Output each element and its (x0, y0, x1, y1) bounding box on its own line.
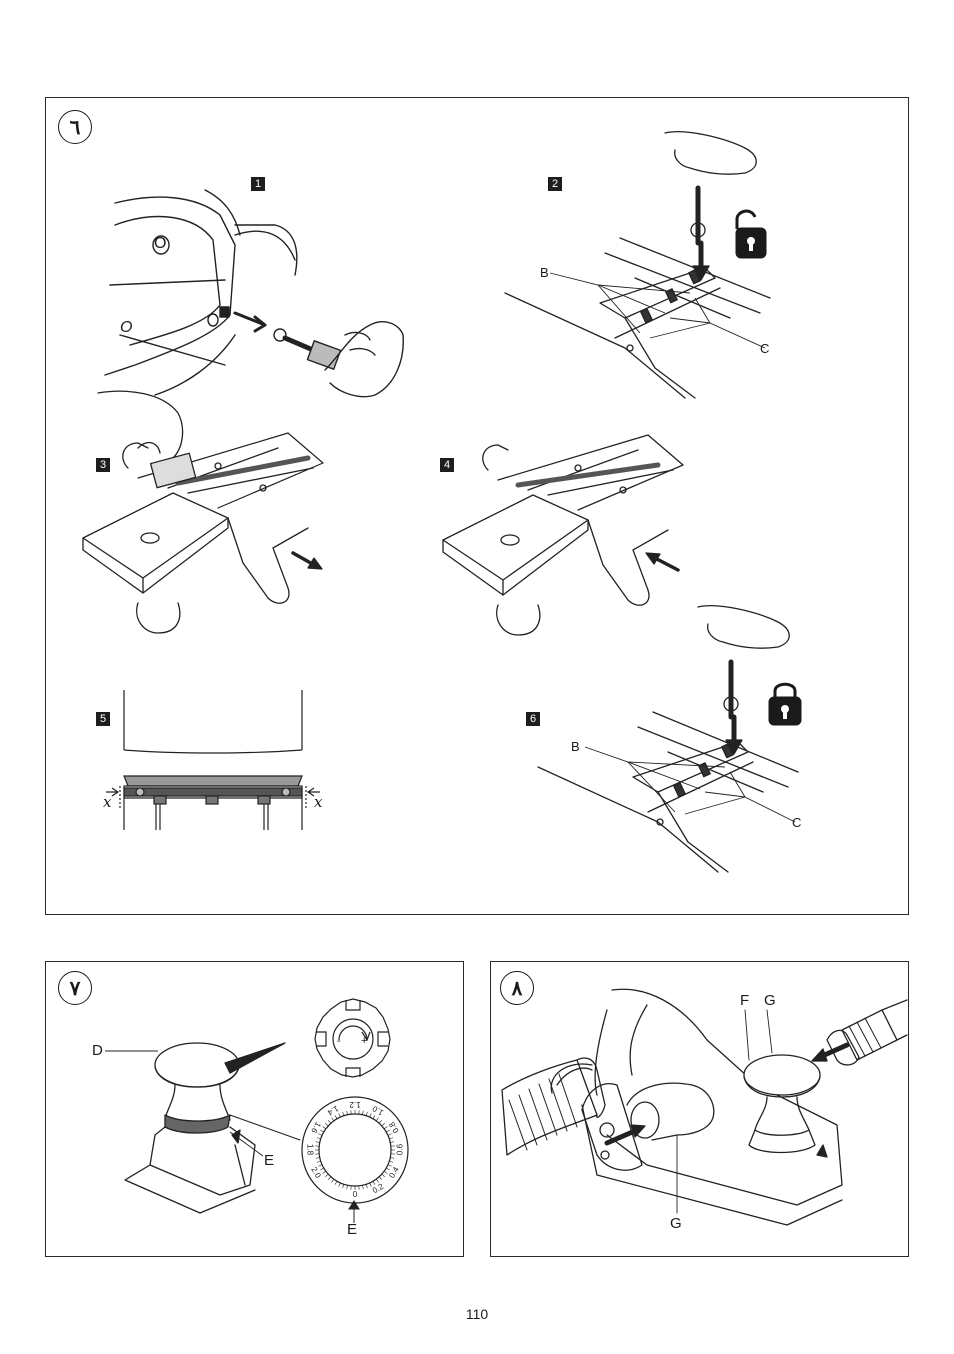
depth-dial (301, 1096, 409, 1204)
step-4-illustration (442, 434, 684, 636)
dial-tick (346, 1110, 348, 1115)
dial-tick (386, 1129, 390, 1133)
step-5-illustration (106, 690, 320, 830)
callout-e-dial: E (347, 1221, 358, 1238)
callout-c-step2: C (760, 341, 770, 356)
figure-7-badge: ٧ (58, 971, 92, 1005)
callout-d: D (92, 1042, 103, 1059)
callout-e-leader (229, 1131, 264, 1157)
step-3-marker: 3 (96, 458, 110, 472)
knob-plus-sign: + (361, 1035, 368, 1047)
dial-tick (369, 1113, 372, 1118)
dial-tick (365, 1184, 368, 1189)
dial-tick (378, 1176, 382, 1180)
page-number: 110 (465, 1306, 489, 1322)
dial-tick (362, 1110, 364, 1115)
callout-b-step2: B (540, 265, 549, 280)
step-3-illustration (82, 390, 324, 634)
dial-tick (389, 1160, 394, 1163)
depth-knob-illustration (124, 1042, 301, 1214)
dial-tick (315, 1157, 320, 1159)
callout-d-leader (105, 1050, 158, 1052)
callout-x-left: x (103, 793, 112, 811)
dial-tick (331, 1117, 335, 1122)
callout-g-bottom: G (670, 1215, 682, 1232)
dial-tick (369, 1182, 372, 1187)
figure-6-frame (45, 97, 909, 915)
dial-tick (316, 1160, 321, 1163)
dial-tick (381, 1173, 385, 1177)
dial-tick (372, 1181, 376, 1185)
dial-tick (322, 1170, 327, 1174)
dial-pointer-arrow (348, 1200, 360, 1223)
dial-tick (322, 1126, 327, 1130)
figure-7-frame (45, 961, 464, 1257)
dial-tick (338, 1182, 341, 1187)
knob-top-view (314, 998, 391, 1078)
dial-tick (389, 1137, 394, 1140)
dial-tick (372, 1115, 376, 1119)
lock-icon (768, 682, 802, 726)
dial-tick (334, 1181, 338, 1185)
dial-label: 1.2 (349, 1100, 361, 1109)
callout-e-knob: E (264, 1152, 275, 1169)
unlock-icon (735, 209, 767, 259)
dial-tick (318, 1164, 323, 1167)
dial-tick (342, 1184, 345, 1189)
dial-tick (316, 1137, 321, 1140)
dust-nozzle-illustration (501, 988, 908, 1226)
dial-tick (328, 1176, 332, 1180)
dial-tick (315, 1141, 320, 1143)
dial-tick (387, 1164, 392, 1167)
step-1-illustration (104, 189, 404, 398)
dial-tick (338, 1113, 341, 1118)
dial-tick (381, 1123, 385, 1127)
knob-minus-sign: - (337, 1035, 341, 1047)
dial-tick (390, 1157, 395, 1159)
callout-g-top: G (764, 992, 776, 1009)
step-6-illustration (537, 605, 799, 873)
figure-8-badge: ٨ (500, 971, 534, 1005)
dial-tick (320, 1167, 324, 1171)
dial-tick (386, 1167, 390, 1171)
dial-label: 0.6 (395, 1143, 405, 1156)
figure-8-frame (490, 961, 909, 1257)
dial-tick (378, 1120, 382, 1124)
dial-tick (383, 1126, 388, 1130)
dial-tick (375, 1117, 379, 1122)
callout-x-right: x (314, 793, 323, 811)
dial-tick (328, 1120, 332, 1124)
callout-f: F (740, 992, 750, 1009)
dial-tick (375, 1178, 379, 1183)
dial-tick (325, 1123, 329, 1127)
figure-6-badge: ٦ (58, 110, 92, 144)
dial-tick (331, 1178, 335, 1183)
dial-label: 1.8 (305, 1143, 315, 1156)
leader-lines-step2 (549, 272, 766, 349)
step-1-marker: 1 (251, 177, 265, 191)
dial-label: 0 (352, 1190, 358, 1199)
dial-tick (387, 1133, 392, 1136)
dial-tick (346, 1185, 348, 1190)
dial-tick (318, 1133, 323, 1136)
dial-tick (342, 1111, 345, 1116)
callout-c-step6: C (792, 815, 802, 830)
step-5-marker: 5 (96, 712, 110, 726)
dial-tick (362, 1185, 364, 1190)
step-2-marker: 2 (548, 177, 562, 191)
step-2-illustration (504, 131, 771, 399)
dial-tick (325, 1173, 329, 1177)
dial-tick (334, 1115, 338, 1119)
step-4-marker: 4 (440, 458, 454, 472)
dial-tick (390, 1141, 395, 1143)
callout-o-step1-a: O (154, 235, 167, 252)
dial-tick (320, 1129, 324, 1133)
step-6-marker: 6 (526, 712, 540, 726)
dial-tick (383, 1170, 388, 1174)
leader-lines-step6 (584, 746, 796, 823)
callout-o-step1-b: O (120, 319, 133, 336)
dial-tick (365, 1111, 368, 1116)
callout-b-step6: B (571, 739, 580, 754)
